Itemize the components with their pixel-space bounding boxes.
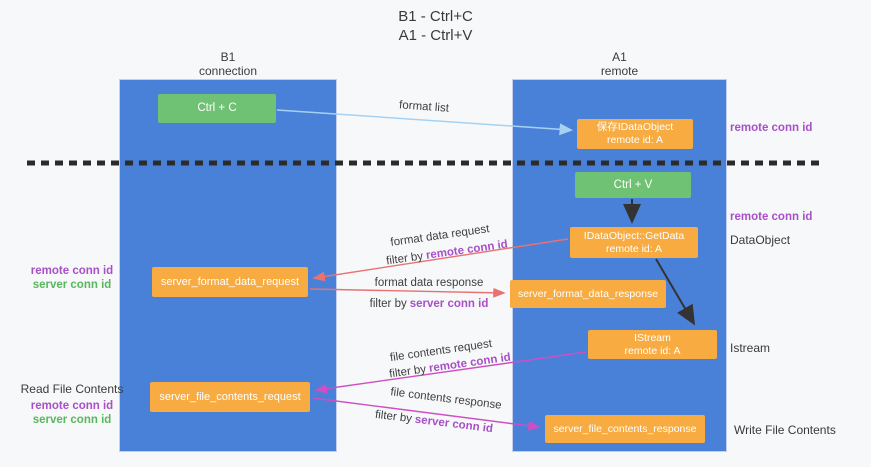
lane-header-b1: B1 connection — [119, 50, 337, 78]
node-ctrl-v-label: Ctrl + V — [613, 178, 653, 191]
node-server-file-contents-response: server_file_contents_response — [545, 415, 705, 443]
node-save-idataobject-line2: remote id: A — [606, 134, 664, 146]
node-server-format-data-response-label: server_format_data_response — [517, 287, 659, 300]
lane-a1-name: A1 — [612, 50, 627, 64]
lane-a1-subtitle: remote — [600, 64, 639, 78]
left-label-server-conn-id-2: server conn id — [32, 414, 112, 426]
lane-b1-name: B1 — [220, 50, 236, 64]
title-line-2: A1 - Ctrl+V — [398, 27, 473, 44]
arrow-format-data-response — [309, 287, 506, 298]
node-ctrl-c: Ctrl + C — [158, 94, 276, 123]
diagram-title: B1 - Ctrl+C A1 - Ctrl+V — [0, 7, 871, 45]
left-label-remote-conn-id-2: remote conn id — [30, 400, 114, 412]
right-label-dataobject: DataObject — [730, 233, 791, 247]
node-server-format-data-request-label: server_format_data_request — [160, 275, 300, 288]
arrow-getdata-to-istream — [655, 258, 696, 326]
left-label-server-conn-id-1: server conn id — [32, 279, 112, 291]
node-server-file-contents-response-label: server_file_contents_response — [553, 422, 697, 435]
node-istream-line2: remote id: A — [624, 344, 681, 357]
lane-header-a1: A1 remote — [512, 50, 727, 78]
filter-by-prefix: filter by — [369, 298, 407, 310]
node-ctrl-c-label: Ctrl + C — [197, 102, 237, 114]
right-label-istream: Istream — [730, 341, 771, 355]
node-idataobject-getdata-line2: remote id: A — [605, 242, 663, 255]
node-idataobject-getdata: IDataObject::GetData remote id: A — [570, 227, 698, 258]
node-server-file-contents-request-label: server_file_contents_request — [159, 390, 301, 403]
right-label-remote-conn-id-2: remote conn id — [730, 211, 813, 223]
server-conn-id-keyword: server conn id — [409, 298, 489, 310]
node-idataobject-getdata-line1: IDataObject::GetData — [583, 229, 685, 242]
lane-b1-subtitle: connection — [198, 64, 258, 78]
node-istream-line1: IStream — [634, 331, 671, 344]
node-save-idataobject: 保存IDataObject remote id: A — [577, 119, 693, 149]
node-istream: IStream remote id: A — [588, 330, 717, 359]
node-server-format-data-response: server_format_data_response — [510, 280, 666, 308]
arrow-file-contents-response — [312, 397, 541, 431]
node-server-file-contents-request: server_file_contents_request — [150, 382, 310, 412]
edge-label-format-data-response: format data response — [374, 277, 484, 289]
arrow-format-data-request — [312, 238, 569, 282]
node-save-idataobject-line1: 保存IDataObject — [596, 121, 674, 133]
title-line-1: B1 - Ctrl+C — [398, 8, 473, 25]
right-label-write-file-contents: Write File Contents — [734, 423, 836, 437]
node-server-format-data-request: server_format_data_request — [152, 267, 308, 297]
node-ctrl-v: Ctrl + V — [575, 172, 691, 198]
arrow-file-contents-request — [314, 351, 587, 394]
left-label-read-file-contents: Read File Contents — [20, 382, 124, 396]
right-label-remote-conn-id-1: remote conn id — [730, 122, 813, 134]
arrow-format-list — [276, 109, 573, 136]
left-label-remote-conn-id-1: remote conn id — [30, 265, 114, 277]
